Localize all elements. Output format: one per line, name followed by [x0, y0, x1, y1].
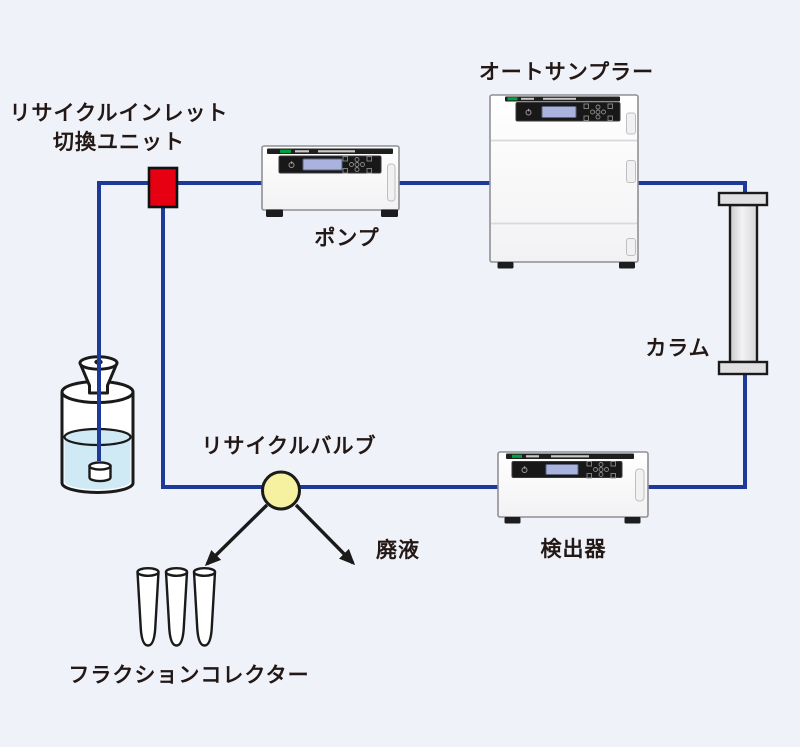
detector-lcd-display	[545, 464, 579, 475]
pump-lcd-display	[302, 158, 343, 171]
recycle-inlet-unit-label: リサイクルインレット 切換ユニット	[8, 99, 230, 157]
recycle-inlet-unit-label-line2: 切換ユニット	[53, 131, 185, 154]
bottle-sinker	[88, 461, 112, 483]
detector-keypad	[586, 461, 616, 479]
column-graphic	[717, 191, 769, 376]
detector-power-tick	[524, 466, 526, 469]
recycle-valve-label: リサイクルバルブ	[201, 435, 377, 458]
sinker-top	[88, 461, 112, 471]
detector-label: 検出器	[540, 538, 607, 561]
pump-foot-left	[266, 209, 283, 217]
pump-foot-right	[381, 209, 398, 217]
recycle-inlet-unit-label-line1: リサイクルインレット	[9, 102, 229, 125]
detector-handle-slot	[635, 468, 645, 502]
detector-foot-left	[504, 517, 521, 524]
pump-handle-slot	[387, 163, 396, 202]
autosampler-power-tick	[528, 108, 530, 112]
collector-arrow	[204, 503, 269, 567]
autosampler-body	[489, 94, 639, 263]
bottle-outline	[60, 392, 135, 494]
fraction-tubes-graphic	[136, 567, 217, 647]
column-body	[728, 203, 759, 364]
tube-3	[192, 571, 217, 647]
pump-power-tick	[291, 161, 293, 164]
recycle-valve-graphic	[261, 470, 301, 511]
autosampler-brand-badge	[507, 97, 518, 101]
flow-line-recycle	[161, 205, 747, 489]
autosampler-handle-slot-2	[626, 160, 636, 183]
pump-model-text-mark	[295, 150, 309, 153]
detector-brand-badge	[512, 454, 522, 458]
recycle-inlet-unit-graphic	[147, 166, 179, 209]
tube-3-mouth	[192, 567, 217, 578]
column-top-cap	[717, 191, 769, 207]
tube-1	[136, 571, 160, 647]
autosampler-name-text-mark	[543, 97, 576, 100]
detector-foot-right	[624, 517, 641, 524]
detector-device	[497, 451, 649, 524]
tube-2	[164, 571, 189, 647]
column-label: カラム	[645, 337, 711, 360]
detector-model-text-mark	[526, 455, 539, 458]
pump-label: ポンプ	[314, 227, 380, 250]
autosampler-label: オートサンプラー	[478, 61, 655, 84]
waste-label: 廃液	[376, 539, 420, 562]
tube-1-mouth	[136, 567, 160, 578]
autosampler-foot-left	[497, 262, 514, 269]
detector-name-text-mark	[551, 455, 589, 458]
pump-name-text-mark	[318, 150, 355, 153]
tube-2-mouth	[164, 567, 189, 578]
autosampler-lcd-display	[541, 106, 577, 118]
fraction-collector-label: フラクションコレクター	[68, 664, 310, 687]
flow-line-top	[97, 181, 747, 461]
waste-arrow	[294, 503, 356, 566]
autosampler-model-text-mark	[521, 97, 534, 100]
autosampler-foot-right	[619, 262, 635, 269]
pump-brand-badge	[280, 149, 291, 153]
autosampler-handle-slot-3	[626, 238, 636, 256]
autosampler-keypad	[583, 103, 613, 121]
autosampler-handle-slot-1	[626, 112, 636, 135]
column-bottom-cap	[717, 360, 769, 376]
pump-keypad	[342, 156, 372, 174]
autosampler-device	[489, 94, 639, 269]
pump-device	[261, 145, 400, 217]
